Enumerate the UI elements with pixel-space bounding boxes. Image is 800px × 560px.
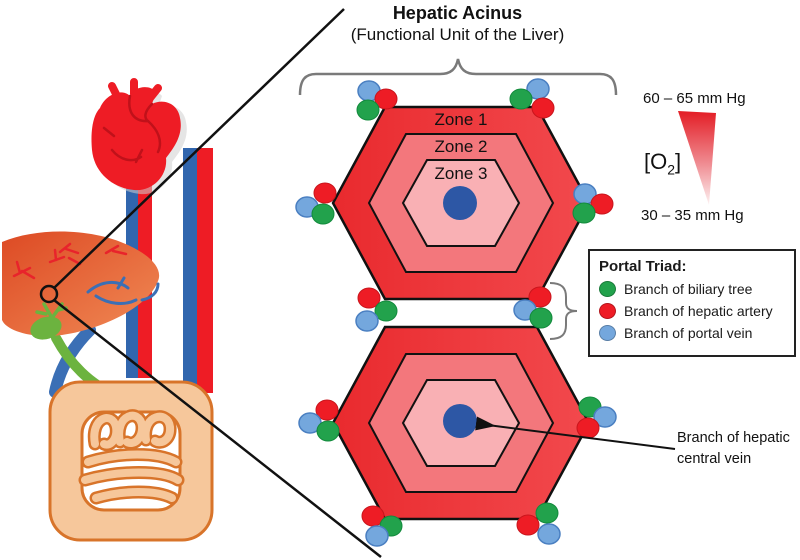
o2-bracket-close: ]: [675, 149, 682, 174]
diagram-title: Hepatic Acinus (Functional Unit of the L…: [285, 3, 630, 45]
legend-label-biliary: Branch of biliary tree: [624, 281, 753, 297]
title-main: Hepatic Acinus: [392, 3, 523, 23]
legend-row-biliary: Branch of biliary tree: [599, 281, 785, 297]
magnifier-circle: [39, 284, 59, 304]
central-vein-upper: [443, 186, 477, 220]
gallbladder: [30, 316, 62, 340]
o2-gradient-triangle: [678, 111, 716, 205]
zone-3-label: Zone 3: [434, 164, 488, 183]
zoom-line-top: [53, 8, 345, 289]
zoom-line-bottom: [53, 299, 382, 558]
o2-bracket-open: [O: [644, 149, 668, 174]
acinus-upper: [331, 105, 591, 301]
legend-row-hepatic-artery: Branch of hepatic artery: [599, 303, 785, 319]
biliary-tree-dot-icon: [599, 281, 616, 297]
central-vein-annotation-line2: central vein: [677, 451, 752, 468]
central-vein-annotation-line1: Branch of hepatic: [677, 430, 790, 446]
triad-brace: [549, 282, 578, 340]
anatomy-illustration: [2, 8, 382, 558]
o2-subscript: 2: [667, 161, 676, 178]
portal-triad-legend: Portal Triad: Branch of biliary tree Bra…: [588, 249, 796, 357]
portal-vein-dot-icon: [599, 325, 616, 341]
central-vein-annotation: Branch of hepatic central vein: [677, 428, 800, 470]
triad-cluster-upper-topleft: [356, 80, 398, 121]
hepatic-artery-dot-icon: [599, 303, 616, 319]
central-vein-lower: [443, 404, 477, 438]
triad-cluster-lower-right: [576, 396, 617, 439]
portal-triad-clusters: [295, 78, 617, 547]
triad-cluster-upper-topright: [509, 78, 555, 119]
legend-label-hepatic-artery: Branch of hepatic artery: [624, 303, 773, 319]
o2-concentration-label: [O2]: [644, 149, 681, 177]
triad-cluster-mid-right: [513, 286, 553, 329]
triad-cluster-bottom-right: [516, 502, 561, 545]
aorta-vena-cava: [183, 148, 213, 393]
triad-cluster-upper-right: [572, 183, 614, 224]
intestines-illustration: [48, 380, 214, 542]
heart-illustration: [91, 78, 187, 195]
triad-cluster-bottom-left: [361, 505, 403, 547]
title-subtitle: (Functional Unit of the Liver): [350, 24, 565, 44]
o2-low-value: 30 – 35 mm Hg: [641, 207, 744, 224]
acinus-lower: [331, 325, 591, 521]
triad-cluster-upper-left: [295, 182, 337, 225]
o2-high-value: 60 – 65 mm Hg: [643, 90, 746, 107]
top-brace: [298, 58, 618, 96]
central-vein-arrow: [475, 416, 676, 450]
zone-1-label: Zone 1: [434, 110, 488, 129]
zoom-callout: [39, 8, 382, 558]
legend-title: Portal Triad:: [599, 258, 687, 275]
small-intestine-coils: [78, 409, 185, 505]
legend-row-portal-vein: Branch of portal vein: [599, 325, 785, 341]
triad-cluster-lower-left: [298, 399, 340, 442]
zone-2-label: Zone 2: [434, 137, 488, 156]
triad-cluster-mid-left: [355, 287, 398, 332]
liver-illustration: [2, 231, 160, 340]
legend-label-portal-vein: Branch of portal vein: [624, 325, 753, 341]
